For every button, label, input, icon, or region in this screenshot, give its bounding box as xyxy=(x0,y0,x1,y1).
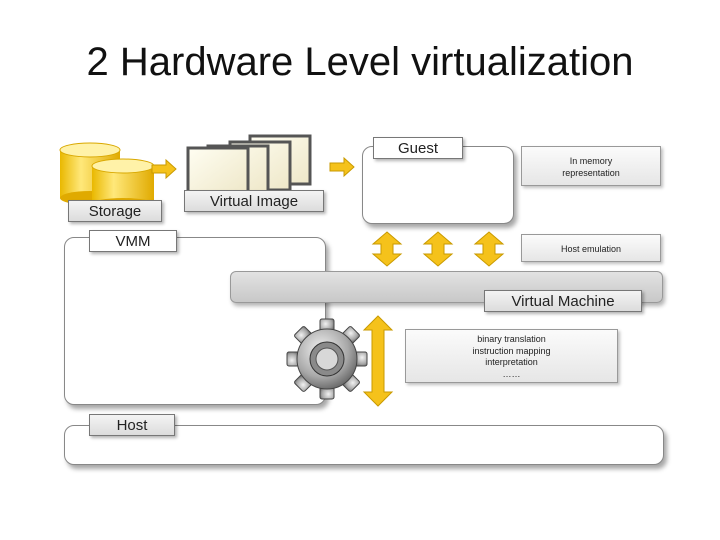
host-emulation-note: Host emulation xyxy=(521,234,661,262)
page-title: 2 Hardware Level virtualization xyxy=(86,40,634,84)
virtual-image-label: Virtual Image xyxy=(184,190,324,212)
in-memory-line-2: representation xyxy=(562,168,620,178)
vmm-label: VMM xyxy=(89,230,177,252)
in-memory-line-1: In memory xyxy=(569,156,613,166)
right-arrow-icon xyxy=(329,156,355,178)
gear-icon xyxy=(286,318,368,400)
storage-label: Storage xyxy=(68,200,162,222)
interpretation-text: interpretation xyxy=(485,357,538,367)
virtual-machine-label: Virtual Machine xyxy=(484,290,642,312)
right-arrow-icon xyxy=(151,158,177,180)
double-arrow-icon xyxy=(362,315,394,407)
guest-box xyxy=(362,146,514,224)
host-emulation-text: Host emulation xyxy=(560,244,622,254)
instruction-mapping-text: instruction mapping xyxy=(472,345,551,356)
virtual-image-stack-icon xyxy=(186,134,312,196)
host-label: Host xyxy=(89,414,175,436)
double-arrow-icon xyxy=(473,231,505,267)
vmm-box xyxy=(64,237,326,405)
double-arrow-icon xyxy=(422,231,454,267)
binary-translation-text: binary translation xyxy=(477,334,546,344)
ellipsis-text: …… xyxy=(502,368,521,379)
in-memory-note: In memory representation xyxy=(521,146,661,186)
guest-label: Guest xyxy=(373,137,463,159)
binary-translation-note: binary translation instruction mapping i… xyxy=(405,329,618,383)
double-arrow-icon xyxy=(371,231,403,267)
